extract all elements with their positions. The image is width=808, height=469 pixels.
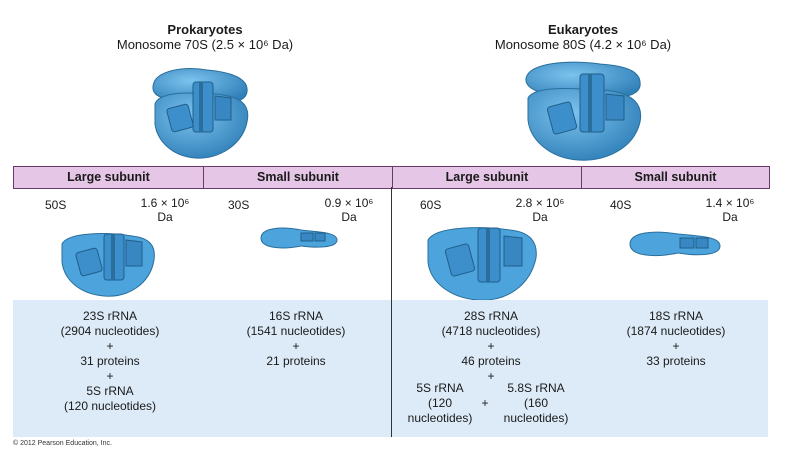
- eukaryote-5s-rrna: 5S rRNA (120 nucleotides): [407, 381, 473, 425]
- prokaryotes-title: Prokaryotes: [167, 22, 243, 37]
- prokaryote-large-subunit-header: Large subunit: [67, 170, 150, 184]
- eukaryote-sub-plus: +: [481, 396, 489, 410]
- eukaryote-components-box: [392, 300, 768, 437]
- eukaryote-large-subunit-icon: [427, 227, 537, 301]
- prokaryote-small-components: 16S rRNA (1541 nucleotides) + 21 protein…: [246, 309, 346, 368]
- prokaryote-components-box: [13, 300, 391, 437]
- eukaryote-small-s-value: 40S: [610, 198, 632, 212]
- subunit-header-bar: Large subunit Small subunit Large subuni…: [13, 166, 770, 189]
- divider-line: [391, 187, 392, 437]
- prokaryotes-monosome: Monosome 70S (2.5 × 10⁶ Da): [116, 37, 294, 52]
- prokaryote-small-subunit-icon: [260, 227, 338, 249]
- eukaryote-large-components: 28S rRNA (4718 nucleotides) + 46 protein…: [441, 309, 541, 383]
- eukaryote-small-components: 18S rRNA (1874 nucleotides) + 33 protein…: [626, 309, 726, 368]
- prokaryote-large-subunit-icon: [61, 233, 155, 297]
- prokaryote-monosome-ribosome-icon: [152, 68, 249, 159]
- eukaryote-monosome-ribosome-icon: [525, 61, 642, 161]
- eukaryote-large-s-value: 60S: [420, 198, 442, 212]
- eukaryotes-monosome: Monosome 80S (4.2 × 10⁶ Da): [494, 37, 672, 52]
- prokaryote-large-s-value: 50S: [45, 198, 67, 212]
- copyright: © 2012 Pearson Education, Inc.: [13, 440, 112, 447]
- eukaryote-5-8s-rrna: 5.8S rRNA (160 nucleotides): [503, 381, 569, 425]
- eukaryote-small-subunit-icon: [629, 231, 721, 257]
- prokaryote-small-subunit-header: Small subunit: [257, 170, 339, 184]
- prokaryote-small-s-value: 30S: [228, 198, 250, 212]
- eukaryote-large-subunit-header: Large subunit: [445, 170, 529, 184]
- eukaryotes-title: Eukaryotes: [547, 22, 619, 37]
- eukaryote-small-subunit-header: Small subunit: [634, 170, 717, 184]
- prokaryote-large-components: 23S rRNA (2904 nucleotides) + 31 protein…: [60, 309, 160, 413]
